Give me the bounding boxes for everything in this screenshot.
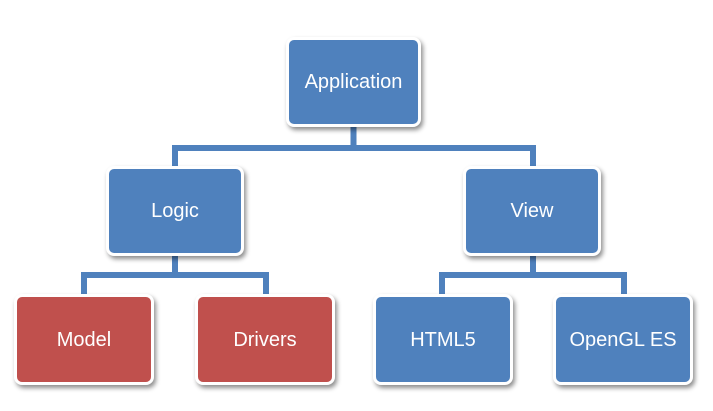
node-opengl-es-label: OpenGL ES (569, 328, 677, 351)
node-logic-label: Logic (151, 200, 199, 222)
connector-application-children (172, 124, 536, 169)
node-view: View (463, 166, 601, 256)
connector-logic-children (81, 253, 269, 297)
node-logic: Logic (106, 166, 244, 256)
node-html5-label: HTML5 (410, 328, 476, 351)
node-html5: HTML5 (373, 294, 513, 385)
node-drivers-label: Drivers (233, 328, 297, 351)
connector-view-children (439, 253, 627, 297)
node-model: Model (14, 294, 154, 385)
node-opengl-es: OpenGL ES (553, 294, 693, 385)
node-application: Application (286, 37, 421, 127)
node-application-label: Application (304, 71, 403, 93)
node-model-label: Model (56, 328, 112, 351)
node-drivers: Drivers (195, 294, 335, 385)
node-view-label: View (510, 200, 554, 222)
